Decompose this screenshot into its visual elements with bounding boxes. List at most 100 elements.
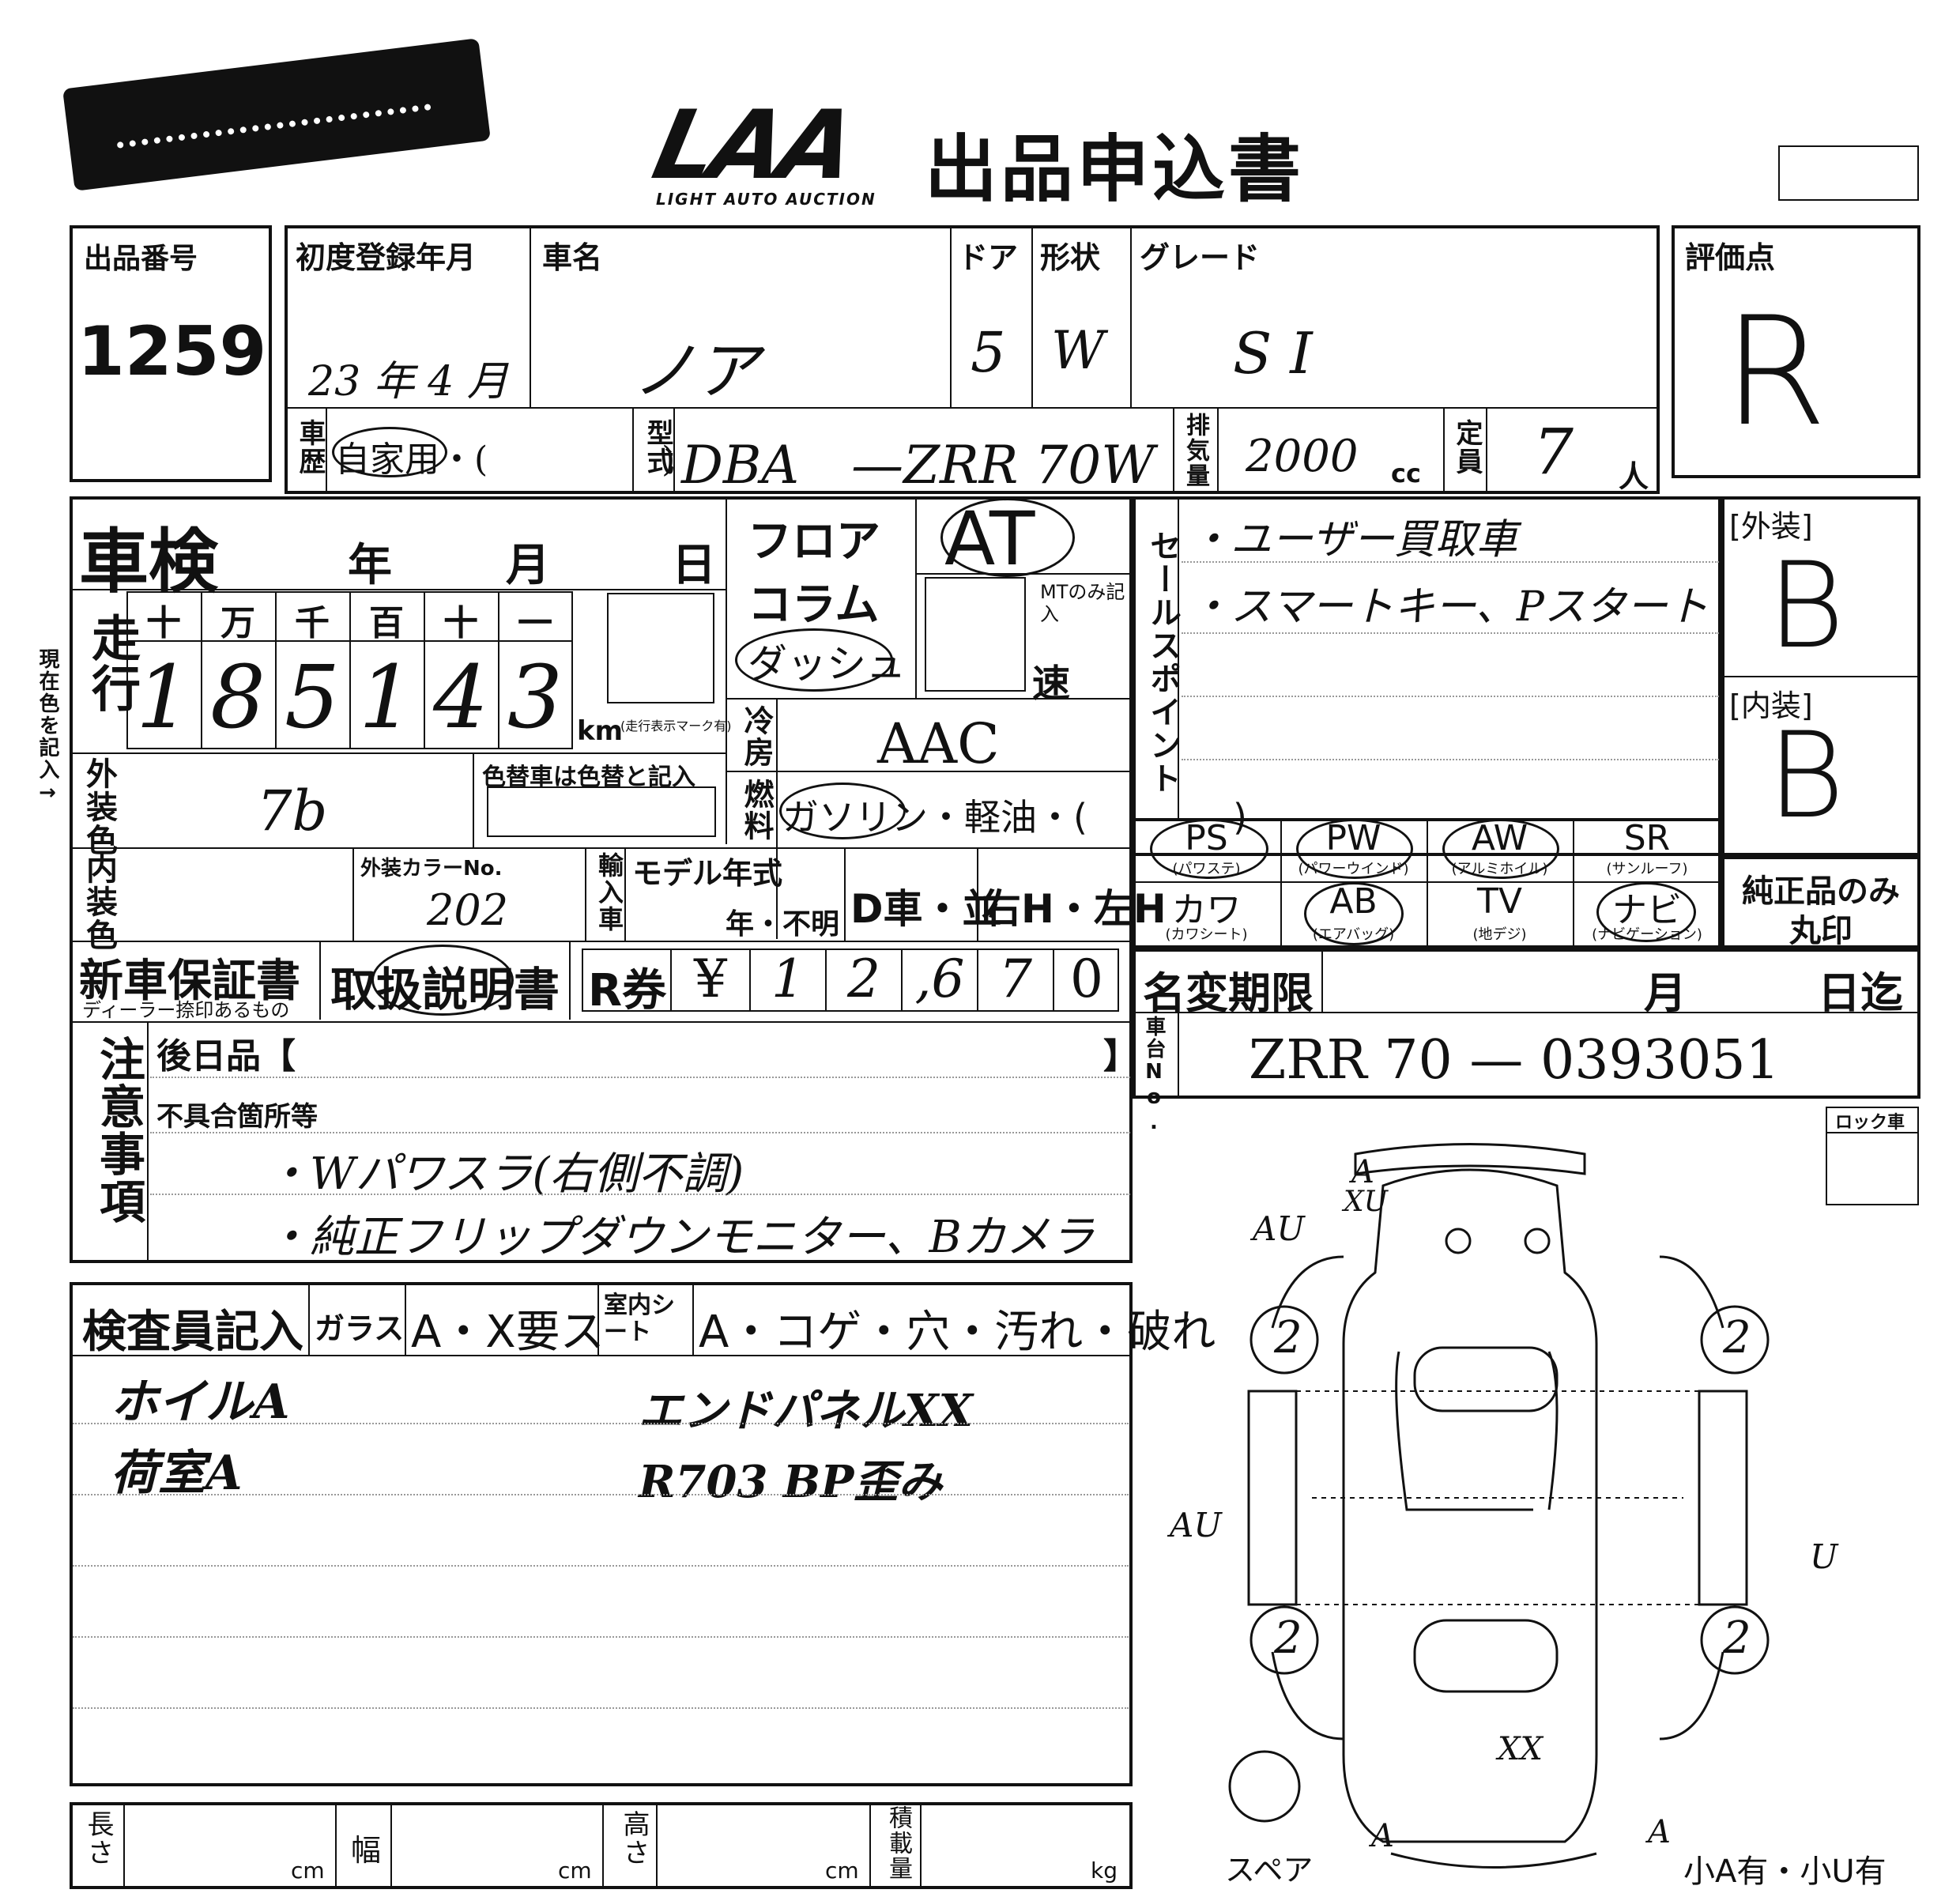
equip-tv-name: (地デジ) <box>1472 926 1527 943</box>
interior-label: [内装] <box>1729 688 1813 723</box>
top-right-box <box>1778 145 1919 201</box>
equip-pw-circle <box>1296 819 1413 879</box>
dim-width-unit: cm <box>558 1857 592 1884</box>
mileage-unit-km: km <box>577 715 624 747</box>
shape-label: 形状 <box>1040 240 1101 275</box>
tire-rear-right <box>1700 1605 1770 1675</box>
model-value: DBA —ZRR 70W <box>681 435 1155 496</box>
dim-load-unit: kg <box>1091 1857 1118 1884</box>
repaint-box <box>487 786 716 837</box>
genuine-only-box <box>1721 856 1920 948</box>
recycle-box <box>582 948 1119 1012</box>
mileage-unit-3: 千 <box>295 603 330 643</box>
seat-label: 室内シート <box>604 1292 675 1346</box>
score-box <box>1672 225 1920 478</box>
diagram-tire-fl: 2 <box>1274 1312 1302 1363</box>
diagram-mark-rear-xx: XX <box>1498 1731 1543 1767</box>
name-change-day: 日迄 <box>1818 968 1903 1018</box>
redacted-stamp <box>61 22 493 206</box>
import-label: 輸入車 <box>594 852 624 933</box>
column-label: コラム <box>748 579 880 631</box>
displacement-value: 2000 <box>1246 431 1359 482</box>
equip-navi-circle <box>1596 882 1696 942</box>
name-change-month: 月 <box>1644 968 1687 1018</box>
page-title: 出品申込書 <box>925 127 1305 212</box>
exterior-value: B <box>1767 537 1845 675</box>
later-label: 後日品【 <box>156 1036 296 1077</box>
name-change-label: 名変期限 <box>1143 968 1314 1018</box>
inspector-left-2: 荷室A <box>111 1446 243 1501</box>
spare-tire <box>1228 1750 1301 1823</box>
inspector-right-2: R703 BP歪み <box>639 1456 943 1508</box>
equip-kawa-name: (カワシート) <box>1165 926 1248 943</box>
spare-label: スペア <box>1225 1853 1314 1888</box>
lot-box <box>70 225 272 482</box>
exterior-label: [外装] <box>1729 509 1813 544</box>
equip-tv: TV <box>1477 881 1522 922</box>
mileage-digit-4: 1 <box>359 647 414 748</box>
door-value: 5 <box>971 320 1006 385</box>
car-name-value: ノア <box>632 334 759 408</box>
equip-aw-circle <box>1442 819 1559 879</box>
vehicle-box <box>285 225 1660 494</box>
car-name-label: 車名 <box>542 240 603 275</box>
ext-color-label: 外装色 <box>81 757 117 857</box>
transmission-circle <box>940 498 1075 577</box>
diagram-mark-side-au: AU <box>1170 1506 1222 1544</box>
equip-sr-name: (サンルーフ) <box>1606 861 1688 877</box>
dealer-value: D車・並 <box>850 886 1002 932</box>
small-damage-label: 小A有・小U有 <box>1683 1854 1886 1890</box>
recycle-digit-6: 0 <box>1070 948 1103 1009</box>
fuel-circle <box>779 783 906 839</box>
warranty-label: 新車保証書 <box>79 956 300 1007</box>
model-year-value: 年・不明 <box>726 908 840 941</box>
diagram-mark-right-u: U <box>1810 1537 1838 1576</box>
logo-sub: LIGHT AUTO AUCTION <box>656 190 876 209</box>
equip-ab-circle <box>1304 882 1404 945</box>
notes-line-1: ・Wパワスラ(右側不調) <box>266 1148 744 1200</box>
car-diagram <box>1228 1143 1770 1869</box>
main-left-box <box>70 496 1133 1263</box>
grade-value: S I <box>1233 320 1313 387</box>
capacity-unit: 人 <box>1619 459 1649 494</box>
mileage-unit-6: 一 <box>518 603 552 643</box>
recycle-digit-3: 2 <box>847 948 880 1009</box>
inspector-label: 検査員記入 <box>82 1307 303 1358</box>
warranty-sub: ディーラー捺印あるもの <box>82 999 290 1021</box>
color-no-label: 外装カラーNo. <box>360 857 503 881</box>
ac-label: 冷房 <box>739 705 774 768</box>
notes-label: 注意事項 <box>92 1035 145 1225</box>
first-reg-label: 初度登録年月 <box>296 240 477 275</box>
laa-logo: LAA LIGHT AUTO AUCTION <box>644 91 925 209</box>
dim-length-unit: cm <box>291 1857 325 1884</box>
dim-height-unit: cm <box>825 1857 859 1884</box>
ext-color-value: 7b <box>257 779 328 843</box>
score-label: 評価点 <box>1685 240 1776 275</box>
mileage-unit-1: 十 <box>146 603 181 643</box>
diagram-tire-rr: 2 <box>1723 1612 1751 1664</box>
mileage-mark-box <box>607 593 714 703</box>
tire-front-left <box>1250 1305 1319 1375</box>
mileage-unit-4: 百 <box>369 603 404 643</box>
recycle-digit-2: 1 <box>771 948 805 1009</box>
inspector-right-1: エンドパネルXX <box>639 1385 973 1437</box>
shaken-year: 年 <box>348 540 392 591</box>
mileage-unit-2: 万 <box>220 603 255 643</box>
grade-label: グレード <box>1140 240 1261 275</box>
shaken-label: 車検 <box>79 521 219 602</box>
inspector-left-1: ホイルA <box>111 1375 290 1430</box>
displacement-label: 排気量 <box>1182 413 1209 488</box>
glass-value: A・X要ス <box>411 1307 605 1358</box>
dim-width-label: 幅 <box>351 1833 382 1868</box>
name-change-box <box>1133 948 1920 1099</box>
dash-circle <box>735 628 893 692</box>
mt-note: MTのみ記入 <box>1040 581 1125 625</box>
current-color-note: 現在色を記入→ <box>36 648 59 806</box>
mileage-label: 走行 <box>83 613 141 714</box>
lock-label: ロック車 <box>1835 1113 1905 1133</box>
floor-label: フロア <box>748 516 880 568</box>
diagram-mark-rear-a-left: A <box>1371 1818 1394 1854</box>
sales-point-line-1: ・ユーザー買取車 <box>1189 516 1517 564</box>
history-circle <box>332 427 447 477</box>
ac-value: AAC <box>877 711 1000 776</box>
